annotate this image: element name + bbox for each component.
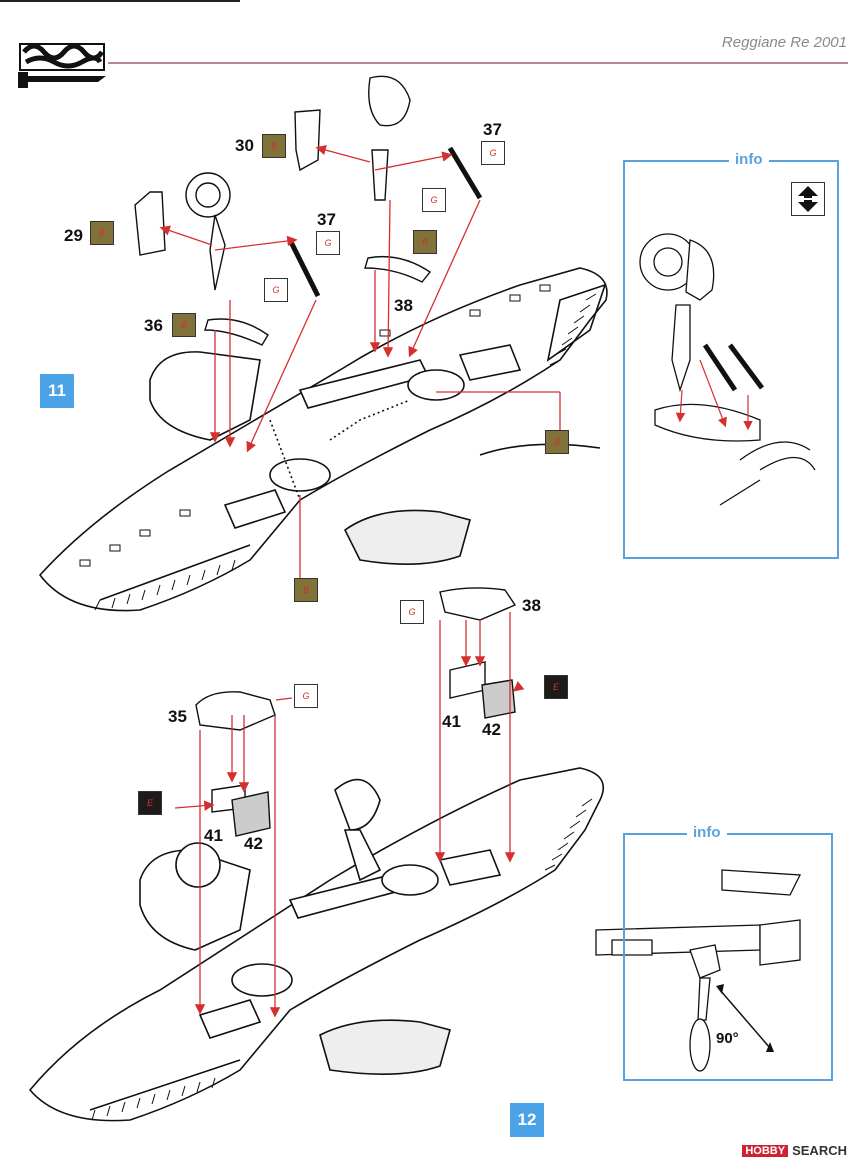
part-37-b: 37 xyxy=(483,120,502,139)
document-title: Reggiane Re 2001 xyxy=(721,34,847,51)
info-box-2: info xyxy=(623,824,833,1081)
color-swatch-white: G xyxy=(264,278,288,302)
part-41-b: 41 xyxy=(442,712,461,731)
info-label: info xyxy=(687,824,727,841)
part-35: 35 xyxy=(168,707,187,726)
color-swatch-olive: B xyxy=(90,221,114,245)
watermark: HOBBY SEARCH xyxy=(742,1143,847,1158)
color-swatch-olive: B xyxy=(413,230,437,254)
color-swatch-white: G xyxy=(481,141,505,165)
angle-arrow xyxy=(719,989,771,1049)
wing-lower xyxy=(28,767,605,1122)
part-38-b: 38 xyxy=(522,596,541,615)
part-29: 29 xyxy=(64,226,83,245)
flip-arrows-icon xyxy=(791,182,825,216)
color-swatch-olive: B xyxy=(294,578,318,602)
sword-logo xyxy=(14,30,110,92)
hobby-search-logo: HOBBY xyxy=(742,1144,789,1157)
watermark-text: SEARCH xyxy=(792,1143,847,1158)
color-swatch-olive: B xyxy=(262,134,286,158)
info-2-drawing xyxy=(595,869,802,1072)
step-12-badge: 12 xyxy=(510,1103,544,1137)
step-11-badge: 11 xyxy=(40,374,74,408)
part-36: 36 xyxy=(144,316,163,335)
angle-label: 90° xyxy=(716,1030,739,1047)
color-swatch-white: G xyxy=(422,188,446,212)
part-42-a: 42 xyxy=(244,834,263,853)
part-41-a: 41 xyxy=(204,826,223,845)
color-swatch-olive: B xyxy=(172,313,196,337)
gear-parts-11 xyxy=(134,75,483,346)
color-swatch-white: G xyxy=(294,684,318,708)
gear-doors-12 xyxy=(195,587,517,837)
part-30: 30 xyxy=(235,136,254,155)
top-rule xyxy=(0,0,240,2)
color-swatch-white: G xyxy=(316,231,340,255)
wing-upper xyxy=(38,267,608,612)
info-box-1: info xyxy=(623,151,839,559)
color-swatch-white: G xyxy=(400,600,424,624)
info-label: info xyxy=(729,151,769,168)
color-swatch-black: E xyxy=(544,675,568,699)
part-42-b: 42 xyxy=(482,720,501,739)
color-swatch-olive: B xyxy=(545,430,569,454)
header-rule xyxy=(108,62,848,64)
color-swatch-black: E xyxy=(138,791,162,815)
part-38-a: 38 xyxy=(394,296,413,315)
part-37-a: 37 xyxy=(317,210,336,229)
